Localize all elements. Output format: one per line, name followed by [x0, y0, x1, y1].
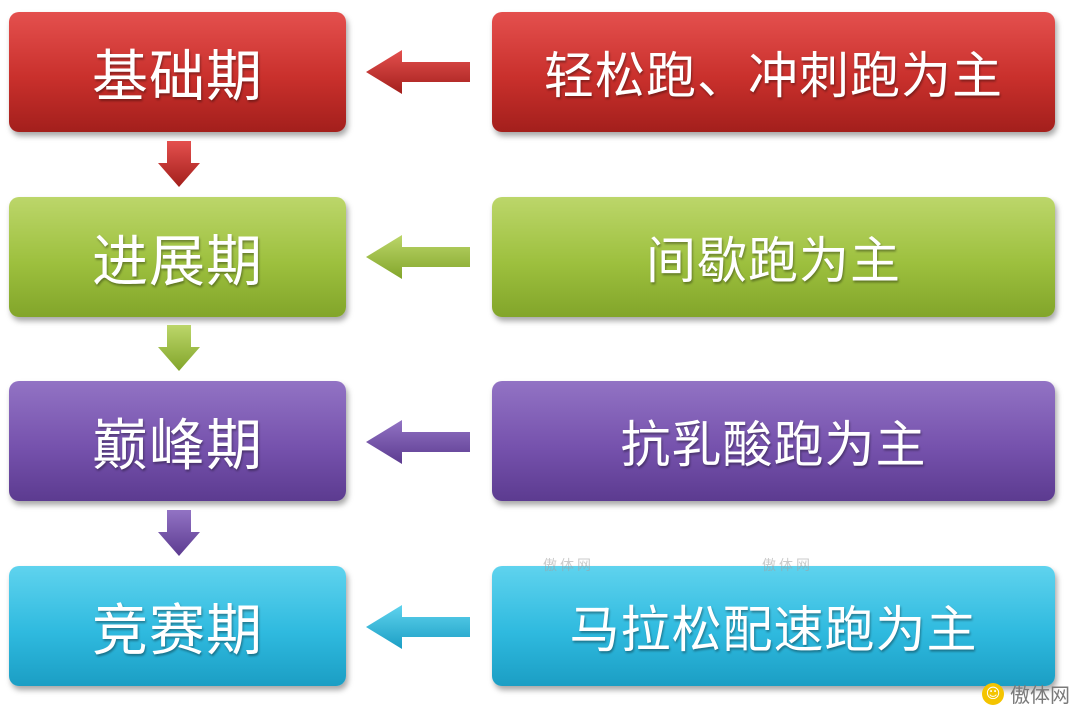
down-arrow-icon: [158, 325, 200, 371]
method-box-lactate: 抗乳酸跑为主: [492, 381, 1055, 501]
method-label: 间歇跑为主: [646, 232, 901, 290]
phase-label: 竞赛期: [92, 598, 263, 664]
brand-text: 傲体网: [1010, 683, 1070, 707]
phase-label: 巅峰期: [92, 413, 263, 479]
method-label: 抗乳酸跑为主: [620, 416, 927, 474]
phase-box-base: 基础期: [9, 12, 346, 132]
left-arrow-icon: [366, 50, 470, 94]
phase-box-race: 竞赛期: [9, 566, 346, 686]
watermark-text: 傲体网: [543, 558, 594, 574]
phase-label: 基础期: [92, 44, 263, 110]
smile-logo-icon: ☺: [982, 682, 1004, 705]
left-arrow-icon: [366, 420, 470, 464]
phase-box-peak: 巅峰期: [9, 381, 346, 501]
method-box-easy-sprint: 轻松跑、冲刺跑为主: [492, 12, 1055, 132]
phase-box-progress: 进展期: [9, 197, 346, 317]
brand-logo: ☺ 傲体网: [982, 679, 1070, 708]
down-arrow-icon: [158, 510, 200, 556]
phase-label: 进展期: [92, 229, 263, 295]
watermark-text: 傲体网: [762, 558, 813, 574]
method-box-interval: 间歇跑为主: [492, 197, 1055, 317]
down-arrow-icon: [158, 141, 200, 187]
method-label: 马拉松配速跑为主: [569, 601, 978, 659]
method-box-marathon-pace: 马拉松配速跑为主: [492, 566, 1055, 686]
left-arrow-icon: [366, 605, 470, 649]
left-arrow-icon: [366, 235, 470, 279]
method-label: 轻松跑、冲刺跑为主: [544, 47, 1003, 105]
